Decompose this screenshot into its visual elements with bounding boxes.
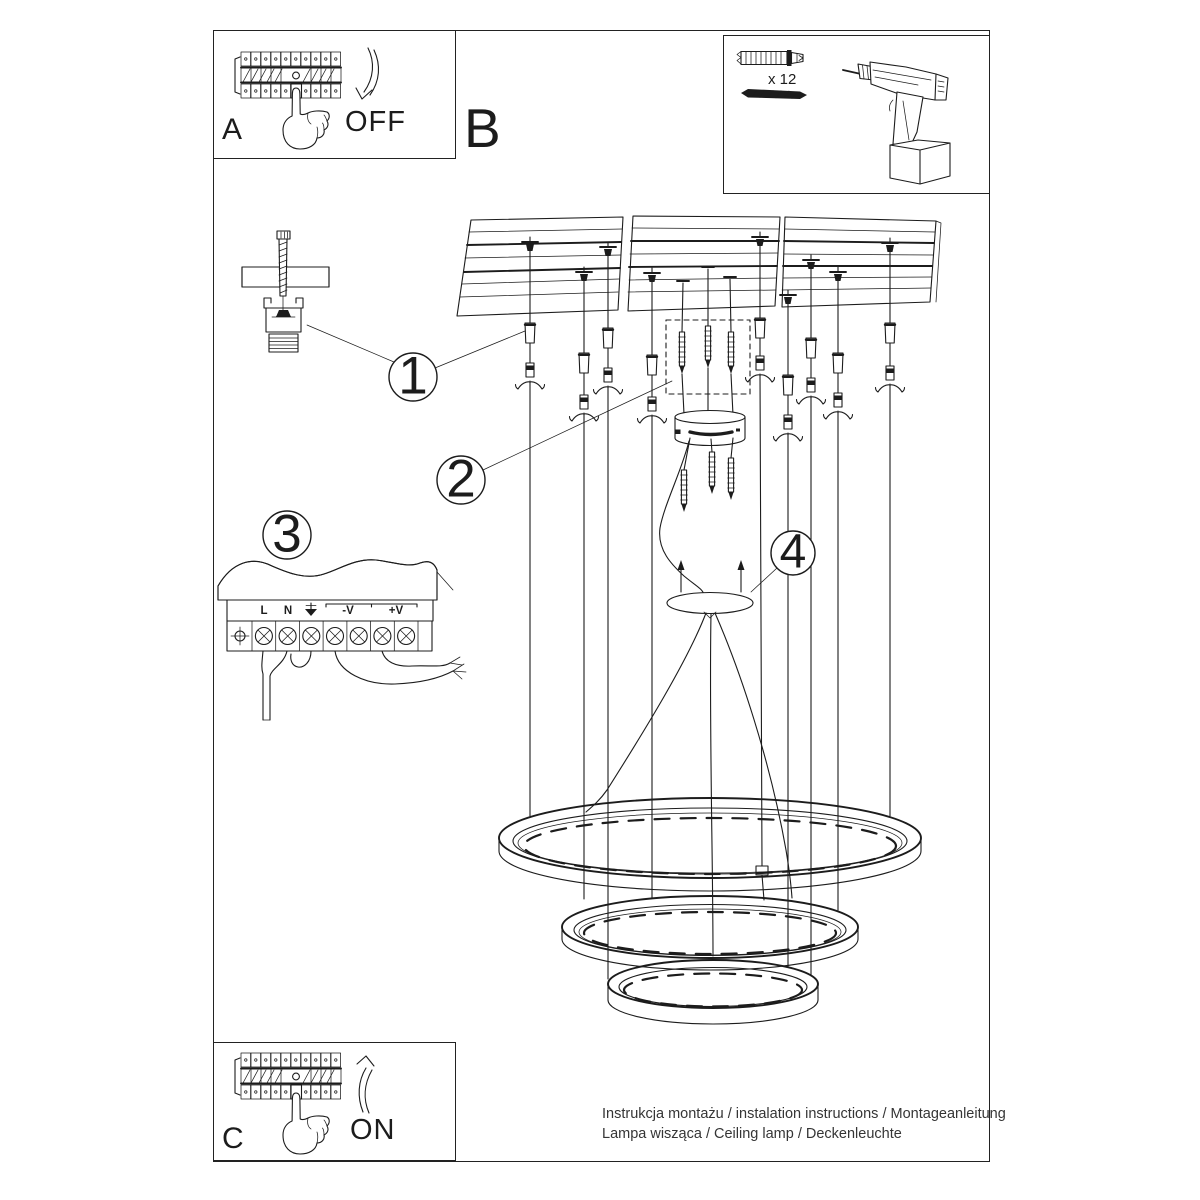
leader-lines bbox=[306, 324, 778, 593]
box-tools bbox=[723, 35, 990, 194]
pointing-hand-icon bbox=[282, 87, 330, 150]
footer-caption-line1: Instrukcja montażu / instalation instruc… bbox=[602, 1106, 1006, 1122]
section-b-letter: B bbox=[464, 97, 501, 159]
suspension-column bbox=[874, 251, 906, 817]
terminal-posv-label: +V bbox=[388, 605, 404, 617]
canopy bbox=[674, 367, 746, 447]
box-a-letter: A bbox=[222, 113, 243, 146]
mounting-screw-icon bbox=[741, 89, 807, 99]
suspension-columns bbox=[514, 245, 906, 980]
step-2-number: 2 bbox=[446, 449, 476, 509]
terminal-screws bbox=[254, 626, 416, 646]
step-markers bbox=[262, 352, 816, 576]
suspension-column bbox=[568, 280, 600, 900]
arrow-up-icon bbox=[356, 1055, 375, 1114]
arrow-up-icon bbox=[737, 560, 745, 593]
breaker-panel-a bbox=[234, 47, 379, 150]
power-cable bbox=[659, 440, 705, 596]
off-label: OFF bbox=[345, 106, 406, 138]
box-c bbox=[213, 1042, 456, 1161]
suspension-column bbox=[744, 245, 776, 901]
earth-symbol-icon bbox=[305, 602, 317, 616]
terminal-n-label: N bbox=[283, 605, 293, 617]
driver-cover-disc bbox=[666, 560, 754, 619]
box-a bbox=[213, 30, 456, 159]
arrow-down-icon bbox=[355, 47, 379, 100]
dowel-count-label: x 12 bbox=[768, 71, 797, 88]
anchor-cross-section bbox=[241, 230, 330, 353]
suspension-column bbox=[772, 303, 804, 968]
terminal-l-label: L bbox=[260, 605, 268, 617]
suspension-column bbox=[592, 255, 624, 980]
step-3-number: 3 bbox=[272, 504, 302, 564]
canopy-screws bbox=[680, 437, 735, 513]
breaker-panel-c bbox=[234, 1052, 375, 1155]
suspension-column bbox=[636, 281, 668, 899]
suspension-column bbox=[822, 280, 854, 911]
arrow-up-icon bbox=[677, 560, 685, 593]
driver-wiring-diagram bbox=[217, 559, 467, 721]
suspension-column bbox=[795, 268, 827, 977]
main-frame bbox=[213, 30, 990, 1162]
step-4-number: 4 bbox=[779, 525, 807, 579]
step-1-number: 1 bbox=[398, 346, 428, 406]
footer-caption: Instrukcja montażu / instalation instruc… bbox=[602, 1104, 1006, 1144]
driver-wires bbox=[261, 650, 467, 721]
suspension-column bbox=[514, 250, 546, 817]
on-label: ON bbox=[350, 1114, 396, 1146]
drill-icon bbox=[842, 61, 951, 185]
footer-caption-line2: Lampa wisząca / Ceiling lamp / Deckenleu… bbox=[602, 1126, 902, 1142]
tools-contents bbox=[736, 50, 951, 185]
mounting-crosshair-icon bbox=[230, 626, 250, 646]
ring-large bbox=[498, 797, 922, 892]
pointing-hand-icon bbox=[282, 1092, 330, 1155]
ring-middle bbox=[561, 895, 859, 971]
ring-small bbox=[607, 959, 819, 1025]
wall-plug-icon bbox=[736, 50, 804, 66]
box-c-letter: C bbox=[222, 1122, 244, 1155]
terminal-negv-label: -V bbox=[342, 605, 354, 617]
